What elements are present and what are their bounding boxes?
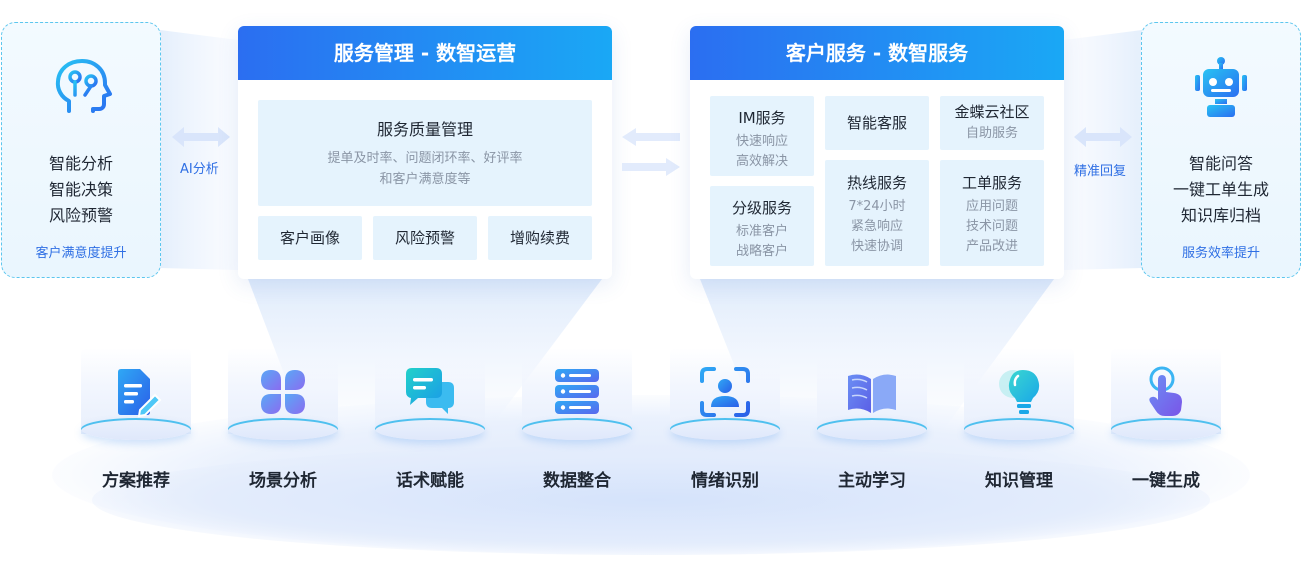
community-cell: 金蝶云社区 自助服务: [940, 96, 1044, 150]
panel-title: 服务管理 - 数智运营: [238, 26, 612, 80]
cell-title: 智能客服: [846, 114, 907, 132]
chat-bubbles-icon: [406, 368, 454, 414]
tile-label: 客户画像: [279, 229, 340, 247]
hotline-service-cell: 热线服务 7*24小时 紧急响应 快速协调: [825, 160, 929, 266]
cell-desc: 快速协调: [850, 239, 903, 254]
cell-title: 服务质量管理: [376, 120, 473, 139]
feature-one-click-generation: 一键生成: [1111, 348, 1221, 498]
double-arrow-icon: [172, 127, 230, 147]
left-connector-label: AI分析: [180, 162, 219, 177]
feature-label: 一键生成: [1132, 471, 1200, 491]
feature-label: 方案推荐: [102, 471, 170, 491]
feature-script-enablement: 话术赋能: [375, 348, 485, 498]
pedestal-rim: [228, 418, 338, 440]
right-connector-label: 精准回复: [1074, 164, 1127, 179]
right-box-footer: 服务效率提升: [1181, 246, 1260, 261]
service-quality-cell: 服务质量管理 提单及时率、问题闭环率、好评率 和客户满意度等: [258, 100, 592, 206]
tile-label: 增购续费: [509, 229, 570, 247]
pedestal-rim: [1111, 418, 1221, 440]
lightbulb-icon: [999, 370, 1040, 414]
base-platform-inner: [92, 445, 1210, 555]
cell-desc: 战略客户: [735, 244, 788, 259]
feature-emotion-recognition: 情绪识别: [670, 348, 780, 498]
feature-solution-recommendation: 方案推荐: [81, 348, 191, 498]
pedestal-rim: [522, 418, 632, 440]
tile-upsell-renewal: 增购续费: [488, 216, 592, 260]
robot-icon: [1195, 57, 1247, 117]
ai-head-icon: [55, 59, 112, 113]
feature-label: 情绪识别: [691, 471, 759, 491]
service-management-panel: 服务管理 - 数智运营 服务质量管理 提单及时率、问题闭环率、好评率 和客户满意…: [238, 26, 612, 279]
feature-label: 主动学习: [838, 471, 906, 491]
cell-desc: 技术问题: [965, 219, 1018, 234]
cell-title: 热线服务: [846, 174, 907, 192]
four-petal-grid-icon: [261, 370, 305, 414]
pedestal-rim: [964, 418, 1074, 440]
database-icon: [555, 369, 599, 414]
feature-scenario-analysis: 场景分析: [228, 348, 338, 498]
feature-active-learning: 主动学习: [817, 348, 927, 498]
feature-label: 知识管理: [985, 471, 1053, 491]
cell-title: 金蝶云社区: [954, 103, 1030, 121]
cell-desc: 标准客户: [735, 224, 788, 239]
cell-desc: 7*24小时: [848, 199, 906, 214]
tile-customer-profile: 客户画像: [258, 216, 362, 260]
feature-label: 数据整合: [543, 471, 611, 491]
bidirectional-arrows-icon: [622, 128, 680, 176]
cell-desc: 应用问题: [965, 199, 1018, 214]
cell-desc: 紧急响应: [850, 219, 903, 234]
left-summary-box: 智能分析 智能决策 风险预警 客户满意度提升: [1, 22, 161, 278]
panel-title: 客户服务 - 数智服务: [690, 26, 1064, 80]
left-box-line: 智能分析: [48, 154, 113, 173]
customer-service-panel: 客户服务 - 数智服务 IM服务 快速响应 高效解决 分级服务 标准客户 战略客…: [690, 26, 1064, 279]
right-box-line: 知识库归档: [1180, 206, 1261, 225]
cell-desc: 自助服务: [965, 126, 1018, 141]
im-service-cell: IM服务 快速响应 高效解决: [710, 96, 814, 176]
left-box-footer: 客户满意度提升: [35, 246, 127, 261]
smart-support-cell: 智能客服: [825, 96, 929, 150]
face-scan-icon: [700, 367, 750, 417]
pedestal-rim: [375, 418, 485, 440]
left-box-line: 风险预警: [48, 206, 113, 225]
cell-desc: 和客户满意度等: [379, 172, 471, 187]
feature-data-integration: 数据整合: [522, 348, 632, 498]
right-box-line: 一键工单生成: [1172, 180, 1269, 199]
double-arrow-icon: [1074, 127, 1132, 147]
open-book-icon: [848, 374, 896, 413]
pedestal-rim: [670, 418, 780, 440]
cell-desc: 产品改进: [965, 239, 1018, 254]
document-edit-icon: [118, 369, 162, 418]
cell-desc: 快速响应: [735, 134, 788, 149]
cell-title: 工单服务: [961, 174, 1022, 192]
right-summary-box: 智能问答 一键工单生成 知识库归档 服务效率提升: [1141, 22, 1301, 278]
cell-title: 分级服务: [731, 199, 792, 217]
left-box-line: 智能决策: [48, 180, 113, 199]
cell-desc: 高效解决: [735, 154, 788, 169]
ticket-service-cell: 工单服务 应用问题 技术问题 产品改进: [940, 160, 1044, 266]
pedestal-rim: [817, 418, 927, 440]
tap-hand-icon: [1149, 366, 1182, 416]
feature-knowledge-management: 知识管理: [964, 348, 1074, 498]
pedestal-rim: [81, 418, 191, 440]
cell-title: IM服务: [738, 109, 786, 127]
tiered-service-cell: 分级服务 标准客户 战略客户: [710, 186, 814, 266]
cell-desc: 提单及时率、问题闭环率、好评率: [327, 151, 523, 166]
right-box-line: 智能问答: [1188, 154, 1253, 173]
feature-label: 场景分析: [249, 471, 317, 491]
tile-label: 风险预警: [394, 229, 455, 247]
tile-risk-warning: 风险预警: [373, 216, 477, 260]
feature-label: 话术赋能: [396, 471, 464, 491]
